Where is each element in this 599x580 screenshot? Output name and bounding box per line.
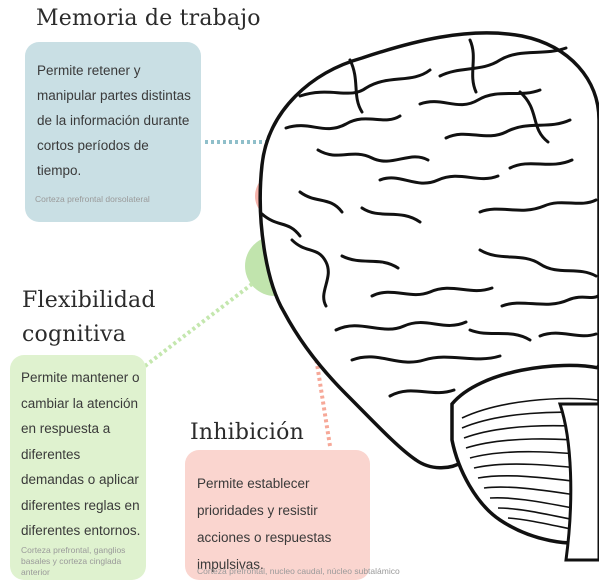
cognitive-flexibility-brain-region: Corteza prefrontal, ganglios basales y c… bbox=[21, 545, 145, 578]
inhibition-brain-region: Corteza prefrontal, nucleo caudal, núcle… bbox=[197, 566, 371, 577]
inhibition-card: Permite establecer prioridades y resisti… bbox=[185, 450, 370, 580]
cognitive-flexibility-card: Permite mantener o cambiar la atención e… bbox=[10, 355, 146, 580]
cognitive-flexibility-title-line2: cognitiva bbox=[22, 322, 126, 347]
working-memory-title: Memoria de trabajo bbox=[36, 6, 261, 31]
cognitive-flexibility-title-line1: Flexibilidad bbox=[22, 288, 156, 313]
working-memory-description: Permite retener y manipular partes disti… bbox=[37, 58, 195, 183]
working-memory-brain-region: Corteza prefrontal dorsolateral bbox=[35, 194, 195, 205]
inhibition-title: Inhibición bbox=[190, 420, 304, 445]
flexibility-connector bbox=[145, 284, 252, 366]
cognitive-flexibility-description: Permite mantener o cambiar la atención e… bbox=[21, 365, 145, 544]
inhibition-description: Permite establecer prioridades y resisti… bbox=[197, 470, 369, 578]
working-memory-card: Permite retener y manipular partes disti… bbox=[25, 42, 201, 222]
